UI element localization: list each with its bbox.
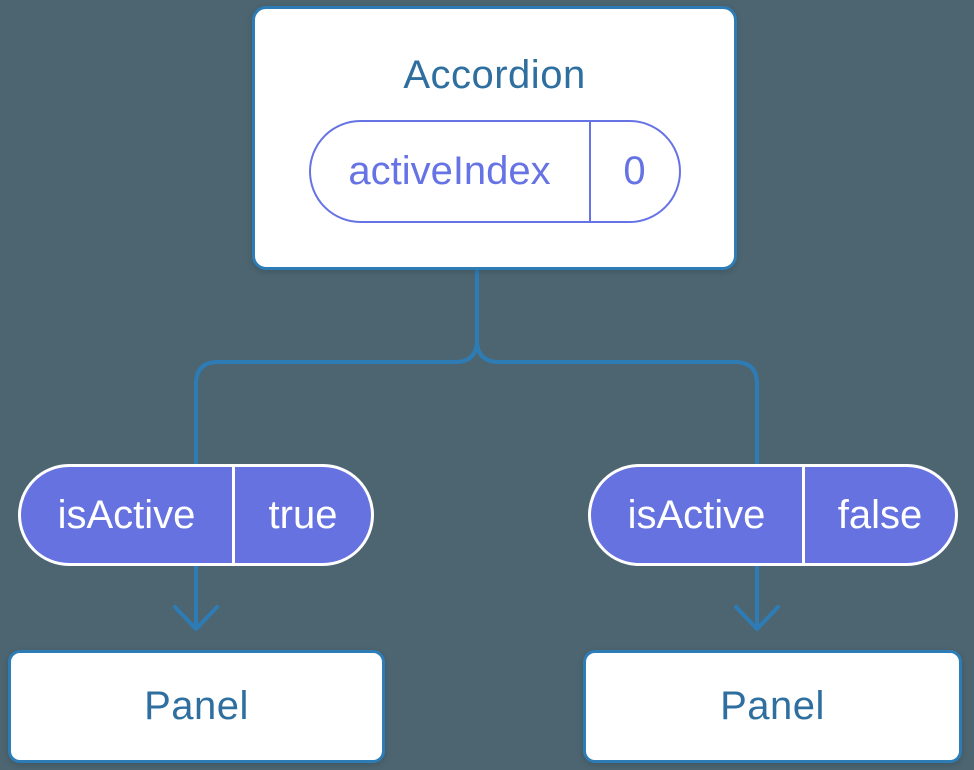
state-pill: activeIndex 0 xyxy=(308,120,681,223)
arrow-down-right-icon xyxy=(734,558,780,631)
prop-pill-left: isActive true xyxy=(18,464,374,566)
panel-card-right: Panel xyxy=(583,650,962,763)
prop-pill-left-name: isActive xyxy=(21,467,235,563)
panel-card-left: Panel xyxy=(8,650,385,763)
prop-pill-right-value: false xyxy=(837,492,923,537)
prop-pill-left-value: true xyxy=(268,492,338,537)
connector-right-branch xyxy=(475,339,759,466)
prop-pill-right-name: isActive xyxy=(591,467,805,563)
state-pill-name: activeIndex xyxy=(311,122,591,221)
accordion-card: Accordion activeIndex 0 xyxy=(252,6,737,270)
panel-title-left: Panel xyxy=(144,684,249,728)
accordion-title: Accordion xyxy=(403,53,586,97)
arrow-down-left-icon xyxy=(173,558,219,631)
state-pill-value: 0 xyxy=(623,149,646,193)
prop-pill-right: isActive false xyxy=(588,464,958,566)
panel-title-right: Panel xyxy=(720,684,825,728)
connector-stem-left-branch xyxy=(194,270,479,466)
